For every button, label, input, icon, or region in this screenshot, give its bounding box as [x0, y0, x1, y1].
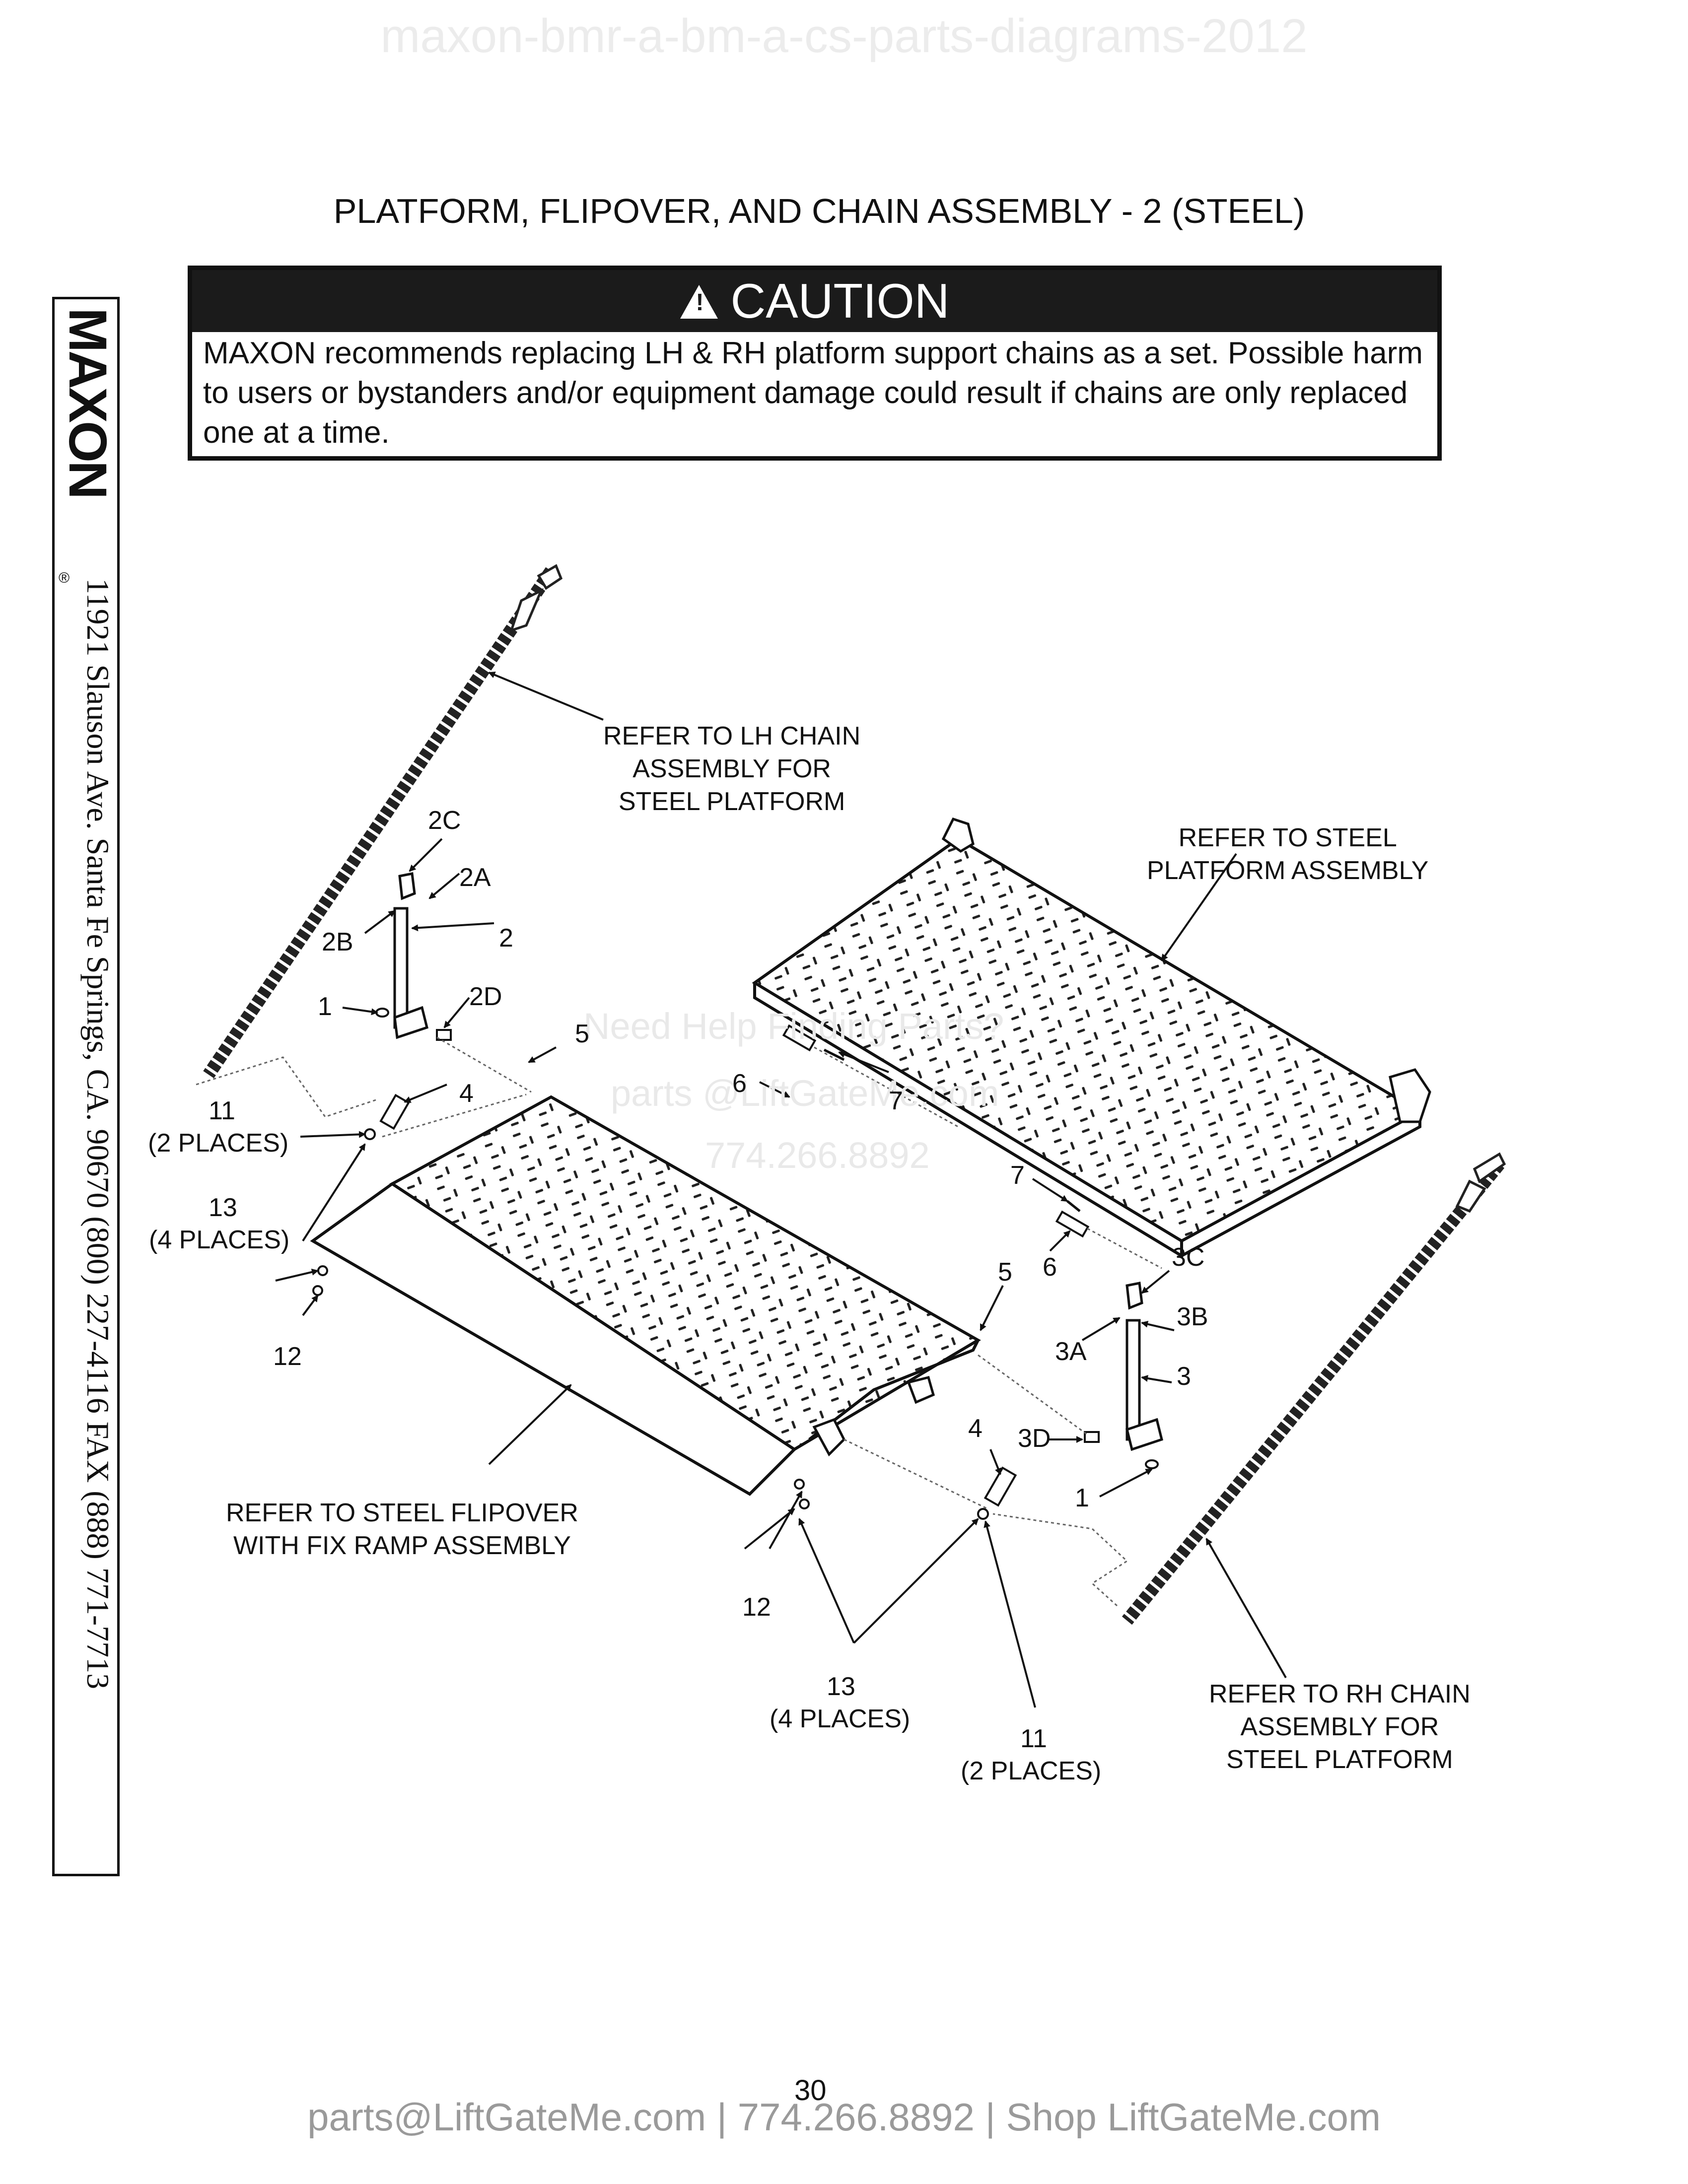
bracket-3 [1125, 1319, 1141, 1441]
warning-symbol: ! [696, 289, 704, 316]
caution-header [192, 270, 1437, 332]
lh-chain-shackle [509, 564, 563, 632]
label-rh-chain-line: REFER TO RH CHAIN [1209, 1680, 1471, 1708]
pin-4-right [984, 1466, 1017, 1507]
label-lh-chain: REFER TO LH CHAIN ASSEMBLY FOR STEEL PLA… [603, 720, 860, 818]
fastener-11-left [364, 1128, 376, 1140]
hidden-line-left [382, 1036, 532, 1138]
bracket-3-foot [1125, 1418, 1163, 1451]
label-flipover-line: WITH FIX RAMP ASSEMBLY [233, 1531, 571, 1560]
caution-box: ! CAUTION MAXON recommends replacing LH &… [188, 266, 1442, 461]
warning-triangle-icon: ! [680, 285, 718, 319]
callout-11-left: 11 [209, 1096, 235, 1125]
callout-1-left: 1 [318, 992, 332, 1021]
part-3C [1125, 1282, 1143, 1310]
pin-6-right [1055, 1210, 1090, 1238]
callout-13-left-places: (4 PLACES) [149, 1226, 290, 1254]
rh-chain [1122, 1160, 1505, 1625]
fastener-12-bottom-a [794, 1479, 805, 1490]
label-flipover-line: REFER TO STEEL FLIPOVER [226, 1499, 578, 1527]
lh-chain [203, 567, 557, 1079]
pin-1-left [375, 1008, 389, 1018]
header-watermark: maxon-bmr-a-bm-a-cs-parts-diagrams-2012 [380, 9, 1308, 63]
side-panel [52, 297, 120, 1876]
bracket-2-foot [393, 1006, 428, 1039]
callout-7-right: 7 [1010, 1161, 1025, 1190]
part-2C [398, 872, 416, 900]
callout-12-left: 12 [273, 1342, 302, 1371]
label-steel-platform-line: PLATFORM ASSEMBLY [1147, 856, 1429, 885]
callout-13-bottom-places: (4 PLACES) [770, 1705, 911, 1733]
label-steel-platform: REFER TO STEEL PLATFORM ASSEMBLY [1147, 821, 1428, 887]
callout-11-bottom-places: (2 PLACES) [961, 1757, 1102, 1785]
caution-text: MAXON recommends replacing LH & RH platf… [203, 336, 1423, 450]
callout-7-top: 7 [889, 1087, 903, 1115]
pin-7-right [1066, 1200, 1081, 1212]
callout-11-left-places: (2 PLACES) [148, 1129, 289, 1158]
pin-2D [436, 1029, 452, 1041]
callout-3D: 3D [1018, 1424, 1051, 1453]
bracket-2 [393, 907, 409, 1029]
callout-13-left: 13 [209, 1193, 237, 1222]
page-title: PLATFORM, FLIPOVER, AND CHAIN ASSEMBLY -… [333, 192, 1305, 230]
callout-4-right: 4 [968, 1414, 983, 1443]
registered-mark: ® [59, 570, 70, 586]
label-steel-platform-line: REFER TO STEEL [1178, 823, 1397, 852]
callout-5-right: 5 [998, 1258, 1012, 1287]
callout-3A: 3A [1055, 1337, 1087, 1366]
flipover-hinge [808, 1339, 980, 1441]
page-number: 30 [794, 2074, 827, 2107]
callout-13-bottom: 13 [827, 1672, 855, 1701]
callout-2C: 2C [428, 806, 461, 835]
watermark-phone: 774.266.8892 [705, 1135, 930, 1176]
callout-5-top: 5 [575, 1020, 589, 1048]
pin-6-top [782, 1024, 817, 1052]
pin-3D [1084, 1431, 1100, 1443]
callout-2: 2 [499, 924, 513, 953]
callout-3: 3 [1177, 1362, 1191, 1391]
leader-lines [275, 672, 1287, 1708]
label-lh-chain-line: ASSEMBLY FOR [633, 754, 831, 783]
callout-3B: 3B [1177, 1302, 1208, 1331]
platform-bracket [1389, 1068, 1431, 1123]
watermark-help: Need Help Finding Parts? [583, 1006, 1004, 1047]
rh-chain-shackle [1455, 1152, 1506, 1213]
callout-6-right: 6 [1043, 1253, 1057, 1282]
label-lh-chain-line: STEEL PLATFORM [618, 787, 845, 816]
label-flipover: REFER TO STEEL FLIPOVER WITH FIX RAMP AS… [226, 1497, 578, 1562]
callout-2A: 2A [459, 863, 491, 892]
rh-chain-tail [992, 1513, 1128, 1607]
callout-6-top: 6 [732, 1069, 747, 1098]
hidden-line-right [844, 1354, 1088, 1510]
label-rh-chain-line: STEEL PLATFORM [1226, 1745, 1453, 1774]
callout-4-left: 4 [459, 1079, 474, 1108]
callout-2D: 2D [469, 982, 502, 1011]
watermark-email: parts @LiftGateMe.com [611, 1073, 999, 1114]
flipover-ramp [310, 1182, 797, 1496]
label-rh-chain: REFER TO RH CHAIN ASSEMBLY FOR STEEL PLA… [1209, 1678, 1471, 1776]
label-lh-chain-line: REFER TO LH CHAIN [603, 722, 861, 751]
pin-1-right [1145, 1459, 1159, 1469]
pin-4-left [379, 1093, 410, 1130]
footer: parts@LiftGateMe.com | 774.266.8892 | Sh… [307, 2095, 1381, 2139]
label-rh-chain-line: ASSEMBLY FOR [1240, 1712, 1439, 1741]
callout-2B: 2B [322, 928, 353, 956]
hidden-line-platform [814, 1046, 1162, 1269]
caution-title-text: CAUTION [730, 273, 950, 328]
fastener-12-left-b [312, 1285, 323, 1296]
callout-3C: 3C [1172, 1243, 1205, 1272]
platform-hinge [941, 817, 975, 853]
fastener-12-bottom-b [799, 1499, 810, 1509]
pin-7-top [823, 1048, 845, 1061]
callout-12-bottom: 12 [742, 1593, 771, 1622]
fastener-12-left-a [317, 1265, 328, 1276]
fastener-11-right [977, 1508, 989, 1520]
caution-title: ! CAUTION [192, 270, 1437, 332]
callout-1-right: 1 [1075, 1484, 1089, 1512]
lh-chain-tail [196, 1056, 378, 1118]
callout-11-bottom: 11 [1020, 1724, 1047, 1753]
